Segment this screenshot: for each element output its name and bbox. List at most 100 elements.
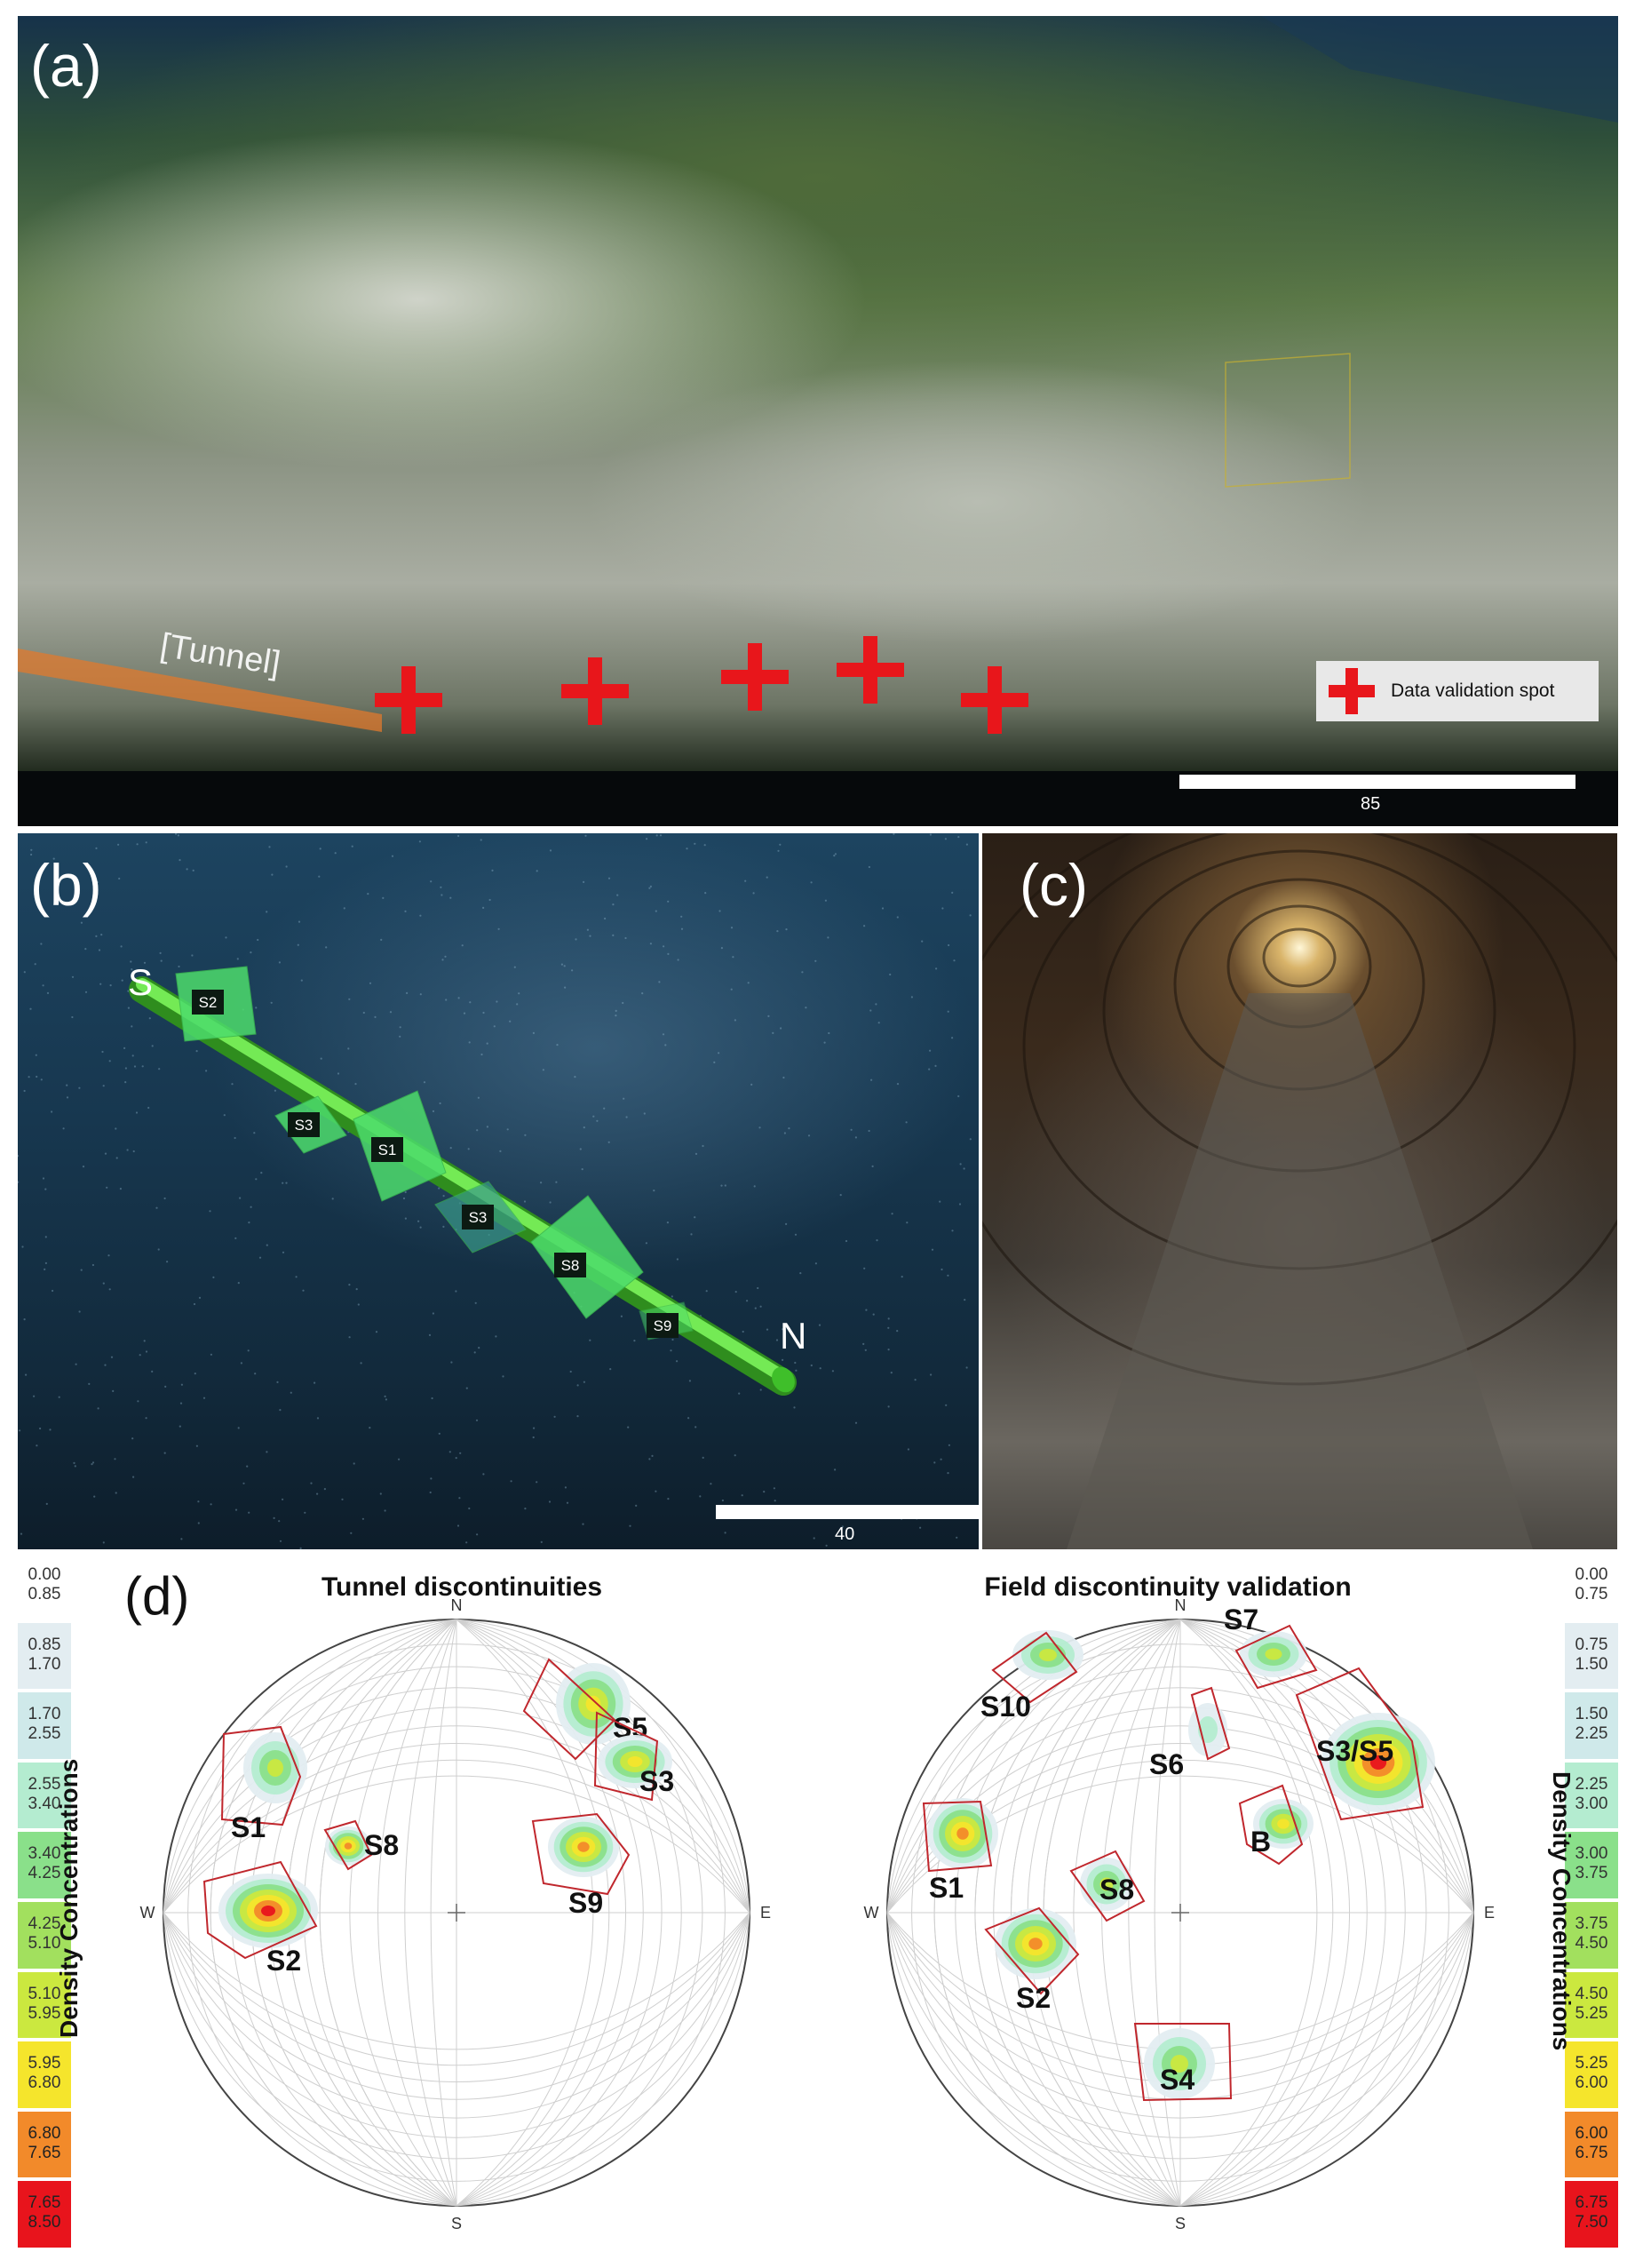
right-compass-north: N [1175, 1596, 1187, 1614]
left-set-s9: S9 [531, 1812, 631, 1919]
panel-c-tunnel-photo: (c) [982, 833, 1617, 1549]
south-label: S [128, 961, 154, 1003]
right-set-s8: S8 [1069, 1850, 1146, 1922]
left-compass-east: E [760, 1904, 771, 1922]
svg-text:S2: S2 [266, 1945, 301, 1977]
panel-b-label: (b) [30, 852, 102, 918]
left-set-s3: S3 [593, 1711, 674, 1802]
legend-label: Data validation spot [1391, 680, 1555, 701]
left-set-s5: S5 [522, 1658, 647, 1761]
svg-text:S3: S3 [639, 1765, 674, 1797]
right-set-s4: S4 [1133, 2023, 1233, 2102]
right-plot-title: Field discontinuity validation [984, 1572, 1352, 1602]
panel-a-label: (a) [30, 33, 102, 99]
svg-text:S9: S9 [568, 1887, 603, 1919]
left-compass-south: S [451, 2215, 462, 2232]
panel-a-cliff-point-cloud: (a) [Tunnel] Data validation spot 85 [18, 16, 1618, 826]
svg-text:S8: S8 [561, 1257, 580, 1274]
right-set-s1: S1 [922, 1798, 998, 1904]
plane-tag-s1: S1 [371, 1137, 403, 1162]
right-compass-east: E [1484, 1904, 1495, 1922]
scale-bar-b [716, 1505, 979, 1519]
scale-value-b: 40 [835, 1524, 855, 1544]
left-plot-title: Tunnel discontinuities [321, 1572, 603, 1602]
plane-tag-s3: S3 [462, 1205, 494, 1229]
right-set-s10: S10 [980, 1630, 1083, 1723]
right-set-s7: S7 [1224, 1604, 1318, 1690]
plane-tag-s9: S9 [647, 1313, 679, 1338]
svg-text:S1: S1 [929, 1872, 964, 1904]
right-set-b: B [1238, 1784, 1314, 1866]
svg-text:S2: S2 [1016, 1982, 1051, 2014]
left-compass-west: W [140, 1904, 155, 1922]
right-compass-south: S [1175, 2215, 1186, 2232]
svg-text:S1: S1 [378, 1142, 397, 1158]
left-compass-north: N [451, 1596, 463, 1614]
plane-tag-s8: S8 [554, 1253, 586, 1277]
svg-text:S3/S5: S3/S5 [1316, 1735, 1393, 1767]
right-set-s2: S2 [984, 1906, 1080, 2014]
svg-text:S10: S10 [980, 1691, 1031, 1723]
right-set-s3-s5: S3/S5 [1295, 1667, 1435, 1821]
scale-value-a: 85 [1361, 794, 1381, 814]
panel-d-label: (d) [124, 1566, 190, 1626]
svg-text:S3: S3 [295, 1117, 314, 1134]
svg-text:S7: S7 [1224, 1604, 1258, 1635]
left-set-s2: S2 [202, 1860, 318, 1977]
left-set-s1: S1 [220, 1725, 307, 1843]
validation-spot-marker [375, 666, 442, 734]
legend-cross-icon [1329, 668, 1375, 714]
validation-spot-marker [837, 636, 904, 704]
svg-text:S3: S3 [469, 1209, 488, 1226]
validation-spot-marker [721, 643, 789, 711]
svg-text:S9: S9 [654, 1317, 672, 1334]
validation-spot-marker [961, 666, 1028, 734]
scale-bar-a [1179, 775, 1575, 789]
tunnel-band [18, 649, 382, 732]
panel-c-label: (c) [1020, 852, 1088, 918]
svg-text:S8: S8 [364, 1829, 399, 1861]
right-set-s6: S6 [1149, 1686, 1231, 1780]
svg-text:S6: S6 [1149, 1748, 1184, 1780]
svg-text:B: B [1250, 1826, 1271, 1858]
svg-text:S1: S1 [231, 1811, 266, 1843]
legend-box: Data validation spot [1316, 661, 1599, 721]
plane-s8 [530, 1195, 644, 1319]
plane-tag-s2: S2 [192, 990, 224, 1015]
north-label: N [780, 1315, 807, 1357]
validation-spot-marker [561, 657, 629, 725]
svg-text:S8: S8 [1099, 1874, 1134, 1906]
tunnel-photo-svg [982, 833, 1617, 1549]
plane-tag-s3: S3 [288, 1112, 320, 1137]
left-set-s8: S8 [323, 1819, 399, 1871]
svg-text:S2: S2 [199, 994, 218, 1011]
svg-text:S4: S4 [1160, 2064, 1195, 2096]
